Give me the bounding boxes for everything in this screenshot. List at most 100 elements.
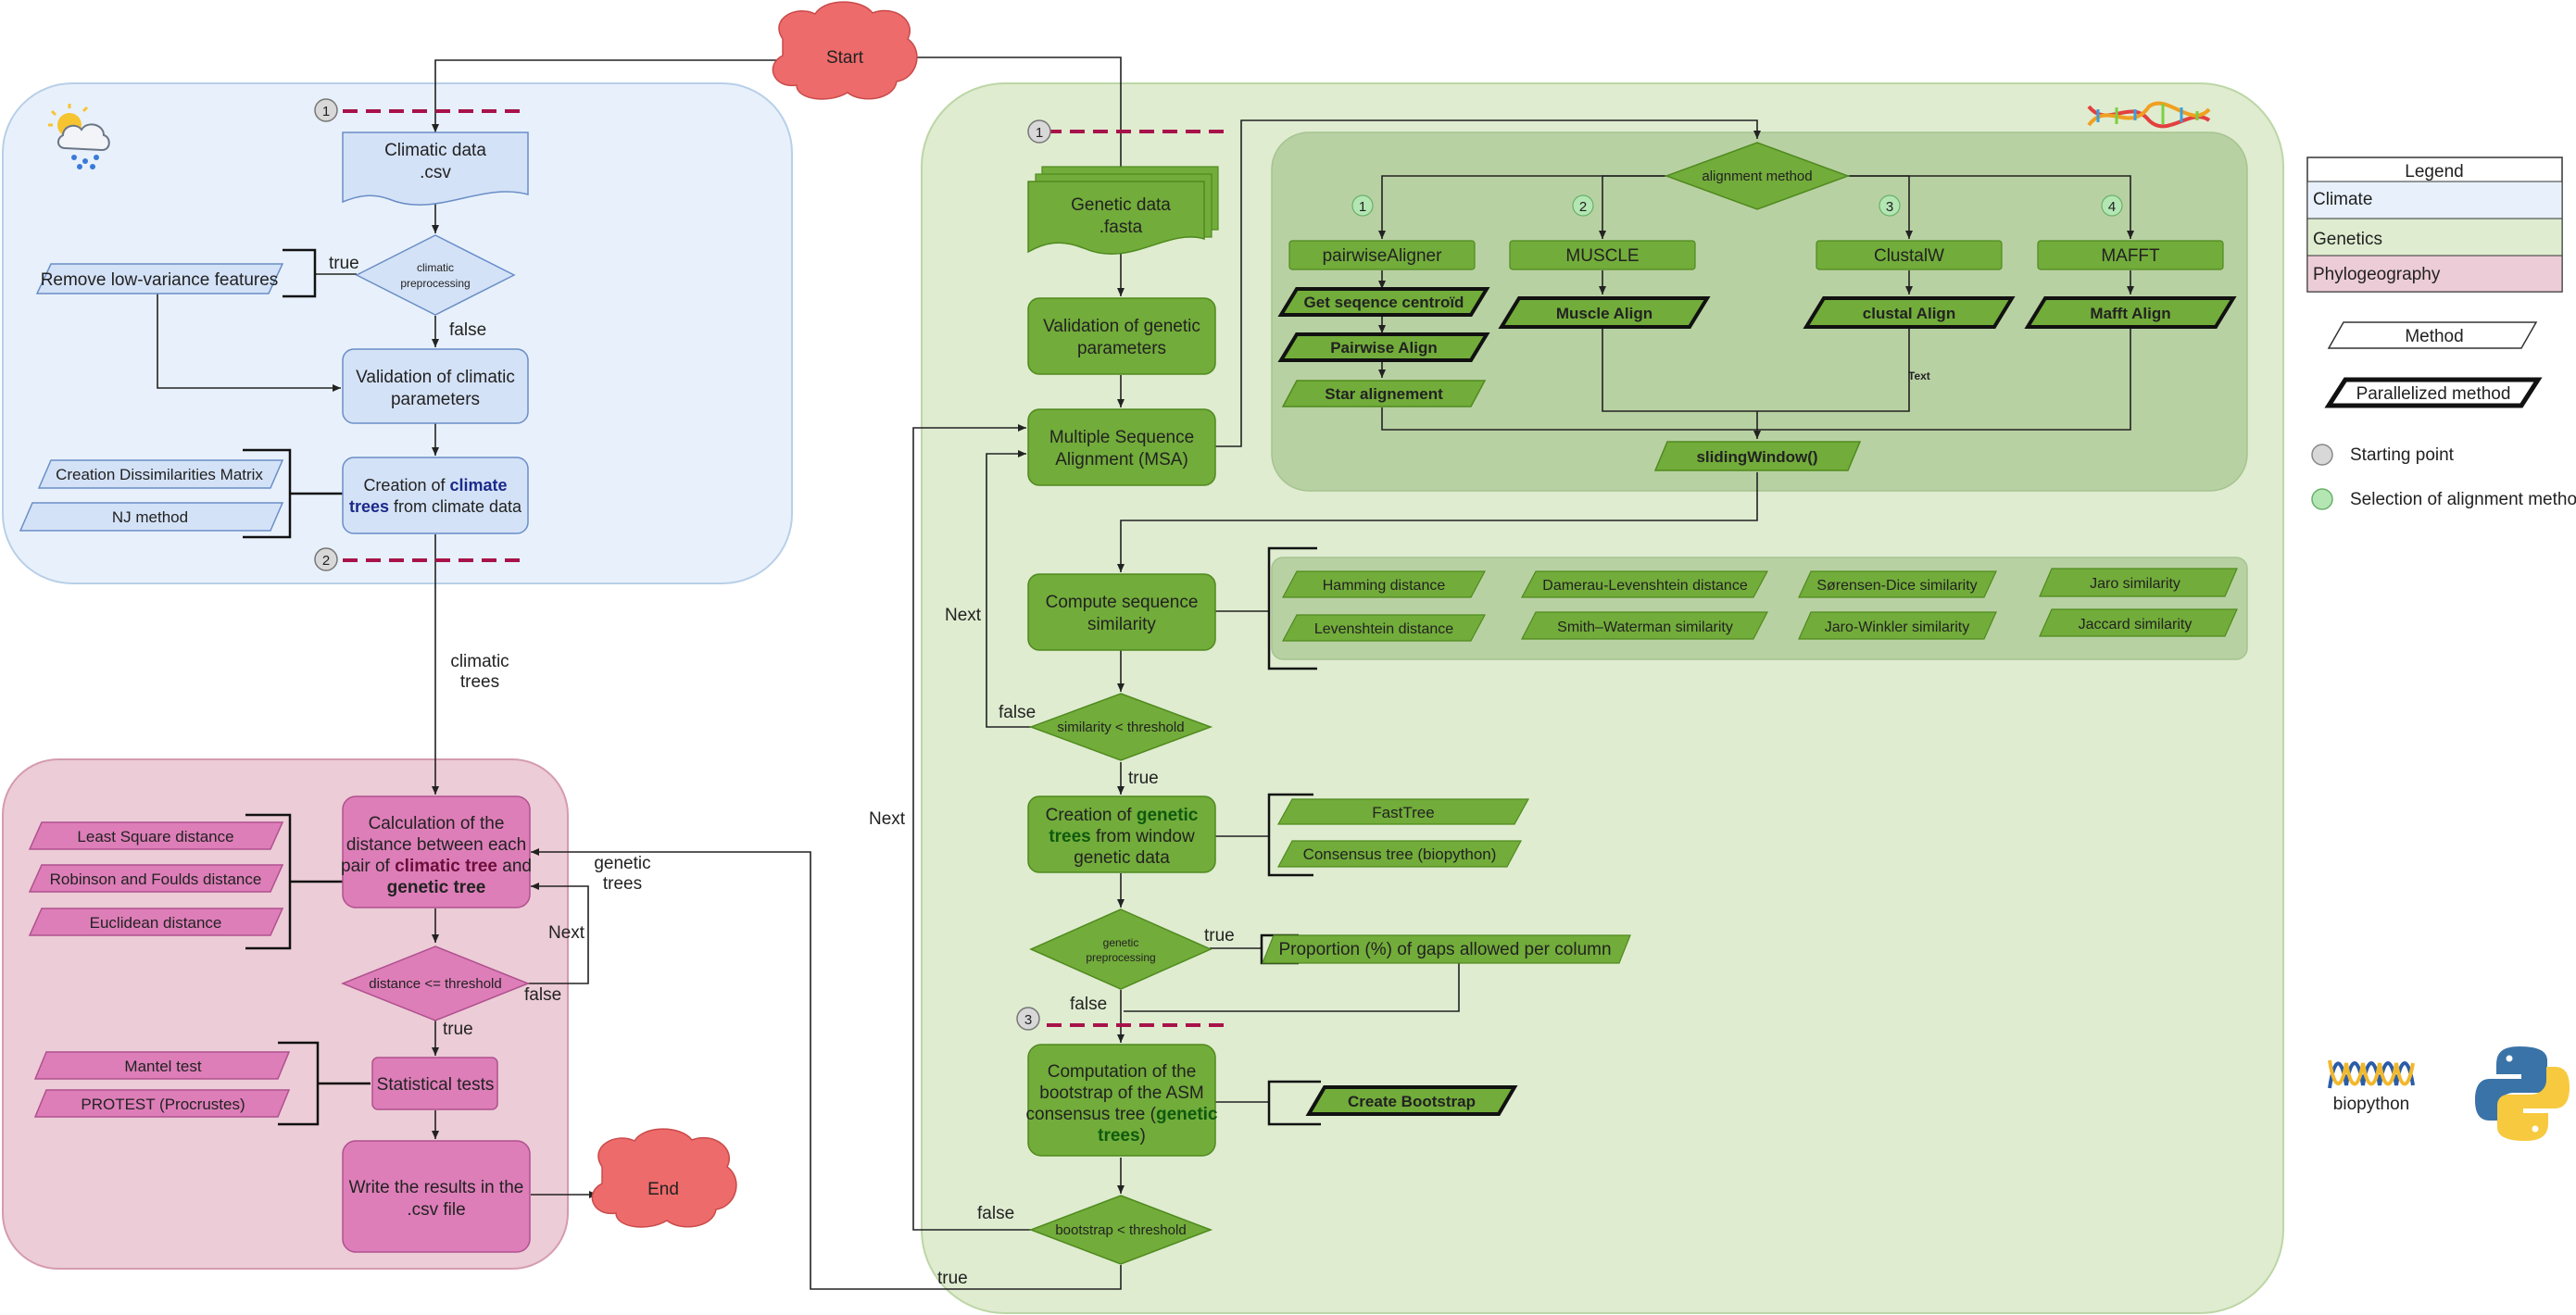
svg-text:Genetic data: Genetic data <box>1071 195 1171 215</box>
dissimilarity-matrix-method: Creation Dissimilarities Matrix <box>37 459 284 489</box>
svg-text:.fasta: .fasta <box>1100 218 1143 237</box>
legend-method-shape <box>2327 321 2538 349</box>
dna-icon <box>2087 101 2211 129</box>
phylo-false-label: false <box>524 985 561 1005</box>
remove-low-variance-method: Remove low-variance features <box>35 263 284 294</box>
legend-parallelized-shape <box>2324 377 2543 408</box>
svg-text:1: 1 <box>322 104 330 119</box>
climate-false-label: false <box>449 320 486 340</box>
legend-method-label: Method <box>2405 327 2463 346</box>
euclidean-method: Euclidean distance <box>28 908 284 936</box>
gaps-proportion-method: Proportion (%) of gaps allowed per colum… <box>1262 934 1631 964</box>
marker-dashes <box>343 109 1232 1027</box>
svg-text:2: 2 <box>322 553 330 569</box>
legend-parallelized-label: Parallelized method <box>2356 384 2511 404</box>
least-square-method: Least Square distance <box>28 821 284 850</box>
climatic-trees-label-2: trees <box>460 672 499 692</box>
legend-starting-point-label: Starting point <box>2350 445 2455 465</box>
svg-text:Statistical tests: Statistical tests <box>377 1075 495 1095</box>
mantel-test-method: Mantel test <box>33 1051 291 1080</box>
levenshtein-method: Levenshtein distance <box>1281 614 1487 642</box>
svg-text:Multiple Sequence: Multiple Sequence <box>1049 428 1194 447</box>
svg-text:.csv: .csv <box>420 163 451 182</box>
svg-text:similarity < threshold: similarity < threshold <box>1057 720 1184 735</box>
bootstrap-false-label: false <box>977 1204 1014 1223</box>
clustal-align-parallel: clustal Align <box>1803 296 2016 329</box>
climate-true-label: true <box>329 254 359 273</box>
start-label: Start <box>826 48 864 68</box>
svg-text:Proportion (%) of gaps allowed: Proportion (%) of gaps allowed per colum… <box>1278 940 1611 959</box>
svg-text:preprocessing: preprocessing <box>400 277 470 290</box>
jaro-method: Jaro similarity <box>2039 568 2238 597</box>
hamming-method: Hamming distance <box>1281 570 1487 598</box>
preproc-true-label: true <box>1204 926 1235 946</box>
svg-text:Creation Dissimilarities Matri: Creation Dissimilarities Matrix <box>56 466 263 483</box>
svg-text:Euclidean distance: Euclidean distance <box>90 914 222 932</box>
end-terminal: End <box>591 1128 737 1228</box>
similarity-true-label: true <box>1128 769 1159 788</box>
similarity-next-label: Next <box>945 606 982 625</box>
protest-method: PROTEST (Procrustes) <box>33 1089 291 1118</box>
method-selector-1: 1 pairwiseAligner <box>1288 194 1476 270</box>
svg-text:Get seqence centroïd: Get seqence centroïd <box>1304 294 1464 311</box>
biopython-logo: biopython <box>2328 1059 2415 1114</box>
python-logo <box>2475 1046 2570 1141</box>
svg-text:bootstrap of the ASM: bootstrap of the ASM <box>1039 1083 1203 1103</box>
svg-text:Create Bootstrap: Create Bootstrap <box>1348 1093 1476 1110</box>
svg-text:pairwiseAligner: pairwiseAligner <box>1323 246 1443 266</box>
weather-icon <box>48 104 110 169</box>
svg-text:1: 1 <box>1036 125 1043 141</box>
svg-text:2: 2 <box>1579 199 1587 215</box>
svg-text:clustal Align: clustal Align <box>1863 305 1955 322</box>
damerau-method: Damerau-Levenshtein distance <box>1520 570 1769 598</box>
alignment-method-decision: alignment method <box>1664 142 1851 210</box>
mafft-align-parallel: Mafft Align <box>2024 296 2237 329</box>
svg-text:genetic data: genetic data <box>1074 848 1170 868</box>
genetic-trees-label-1: genetic <box>594 854 650 873</box>
consensus-tree-method: Consensus tree (biopython) <box>1276 840 1523 868</box>
svg-text:Validation of climatic: Validation of climatic <box>356 368 515 387</box>
legend: Legend Climate Genetics Phylogeography M… <box>2306 157 2576 510</box>
distance-calculation-node: Calculation of the distance between each… <box>341 795 532 908</box>
svg-text:distance <= threshold: distance <= threshold <box>369 976 501 992</box>
svg-text:Mafft Align: Mafft Align <box>2090 305 2170 322</box>
robinson-foulds-method: Robinson and Foulds distance <box>28 864 284 893</box>
legend-phylogeography-swatch <box>2306 255 2563 293</box>
svg-text:Compute sequence: Compute sequence <box>1046 593 1199 612</box>
svg-text:Calculation of the: Calculation of the <box>369 814 505 833</box>
svg-text:MAFFT: MAFFT <box>2101 246 2160 266</box>
get-centroid-parallel: Get seqence centroïd <box>1277 287 1490 317</box>
write-results-node: Write the results in the .csv file <box>342 1140 531 1253</box>
svg-text:4: 4 <box>2108 199 2116 215</box>
genetic-trees-label-2: trees <box>603 874 642 894</box>
svg-text:similarity: similarity <box>1087 615 1156 634</box>
climatic-validation-node: Validation of climatic parameters <box>342 348 529 424</box>
climate-tree-creation-node: Creation of climate trees from climate d… <box>342 457 529 534</box>
method-selector-4: 4 MAFFT <box>2037 194 2224 270</box>
svg-text:FastTree: FastTree <box>1372 804 1434 821</box>
legend-phylogeography-label: Phylogeography <box>2313 265 2441 284</box>
genetic-data-input: Genetic data .fasta <box>1027 166 1219 255</box>
climatic-trees-label-1: climatic <box>450 652 509 671</box>
legend-title: Legend <box>2405 162 2463 182</box>
jaccard-method: Jaccard similarity <box>2039 608 2238 637</box>
svg-text:Muscle Align: Muscle Align <box>1556 305 1652 322</box>
svg-text:parameters: parameters <box>391 390 480 409</box>
svg-text:.csv file: .csv file <box>407 1200 465 1220</box>
svg-text:Jaro similarity: Jaro similarity <box>2090 576 2180 592</box>
svg-text:PROTEST (Procrustes): PROTEST (Procrustes) <box>81 1096 245 1113</box>
muscle-align-parallel: Muscle Align <box>1498 296 1711 329</box>
svg-text:climatic: climatic <box>417 261 454 274</box>
bootstrap-true-label: true <box>937 1269 968 1288</box>
similarity-threshold-decision: similarity < threshold <box>1028 693 1213 761</box>
svg-text:Mantel test: Mantel test <box>124 1058 201 1075</box>
svg-text:Climatic data: Climatic data <box>384 141 486 160</box>
starting-point-marker-1-climate: 1 <box>314 98 338 122</box>
compute-similarity-node: Compute sequence similarity <box>1027 573 1216 651</box>
genetic-tree-creation-node: Creation of genetic trees from window ge… <box>1027 795 1216 873</box>
climate-region <box>2 82 793 584</box>
starting-point-marker-2-climate: 2 <box>314 547 338 571</box>
jaro-winkler-method: Jaro-Winkler similarity <box>1798 611 1997 640</box>
sorensen-dice-method: Sørensen-Dice similarity <box>1798 570 1997 598</box>
svg-text:3: 3 <box>1886 199 1893 215</box>
